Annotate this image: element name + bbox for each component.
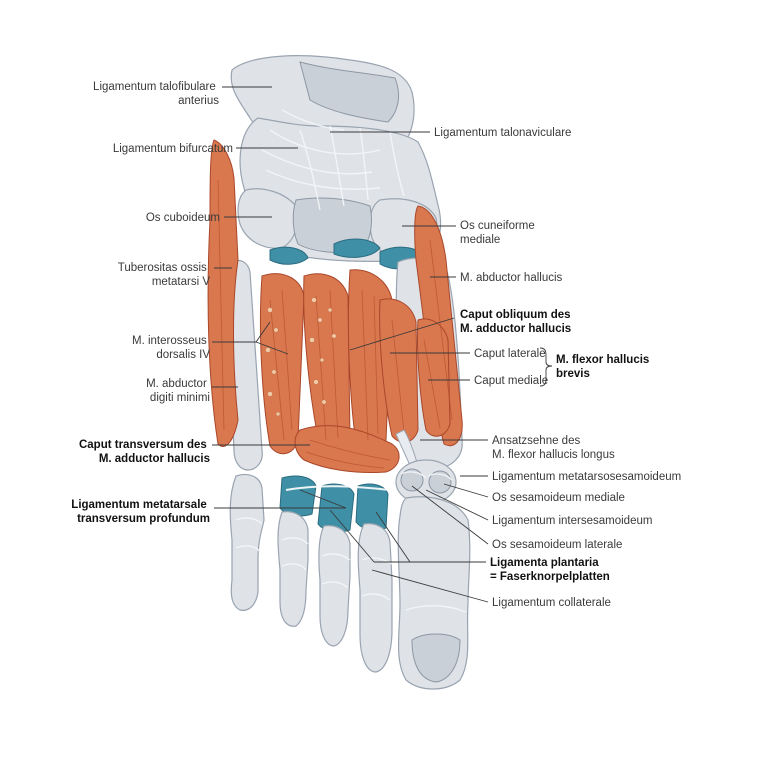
- label-tuberositas: Tuberositas ossis metatarsi V: [118, 262, 211, 288]
- label-os-sesamoideum-mediale: Os sesamoideum mediale: [492, 492, 625, 504]
- foot-illustration: [207, 55, 471, 690]
- label-lig-intersesamoideum: Ligamentum intersesamoideum: [492, 515, 652, 527]
- label-caput-obliquum: Caput obliquum des M. adductor hallucis: [460, 309, 574, 335]
- label-os-cuboideum: Os cuboideum: [146, 212, 220, 224]
- label-ansatzsehne: Ansatzsehne des M. flexor hallucis longu…: [492, 435, 615, 461]
- sesamoid-medial: [428, 470, 452, 494]
- tmt-cartilage-3: [269, 246, 309, 265]
- interosseous-texture: [265, 297, 337, 417]
- label-lig-collaterale: Ligamentum collaterale: [492, 597, 611, 609]
- label-lig-bifurcatum: Ligamentum bifurcatum: [113, 143, 233, 155]
- sesamoid-lateral: [400, 468, 424, 492]
- plantar-plate-2: [279, 475, 317, 517]
- label-lig-talonaviculare: Ligamentum talonaviculare: [434, 127, 571, 139]
- tarsal-ligaments: [261, 109, 405, 211]
- label-lig-talofibulare: Ligamentum talofibulare anterius: [93, 81, 219, 107]
- toe-2: [357, 523, 393, 673]
- label-lig-metatarsale: Ligamentum metatarsale transversum profu…: [71, 499, 210, 525]
- label-m-abductor-digiti-minimi: M. abductor digiti minimi: [146, 378, 210, 404]
- label-caput-transversum: Caput transversum des M. adductor halluc…: [79, 439, 210, 465]
- toe-5: [229, 473, 265, 611]
- label-caput-mediale: Caput mediale: [474, 375, 548, 387]
- toes: [229, 473, 471, 690]
- label-m-abductor-hallucis: M. abductor hallucis: [460, 272, 563, 284]
- label-os-sesamoideum-laterale: Os sesamoideum laterale: [492, 539, 622, 551]
- label-os-cuneiforme: Os cuneiforme mediale: [460, 220, 538, 246]
- label-caput-laterale: Caput laterale: [474, 348, 546, 360]
- label-m-flexor-hallucis-brevis: M. flexor hallucis brevis: [556, 354, 653, 380]
- sesamoid-complex: [395, 459, 457, 505]
- label-ligamenta-plantaria: Ligamenta plantaria = Faserknorpelplatte…: [490, 557, 610, 583]
- label-m-interosseus: M. interosseus dorsalis IV: [132, 335, 210, 361]
- labels: Ligamentum talofibulare anterius Ligamen…: [71, 81, 681, 609]
- adductor-hallucis-transverse-muscle: [294, 425, 400, 473]
- interosseus-dorsalis-muscle: [259, 273, 305, 455]
- toe-4: [277, 511, 309, 627]
- leader-lines: [212, 86, 553, 603]
- tmt-cartilage-1: [333, 238, 381, 258]
- label-lig-metatarsosesamoideum: Ligamentum metatarsosesamoideum: [492, 471, 681, 483]
